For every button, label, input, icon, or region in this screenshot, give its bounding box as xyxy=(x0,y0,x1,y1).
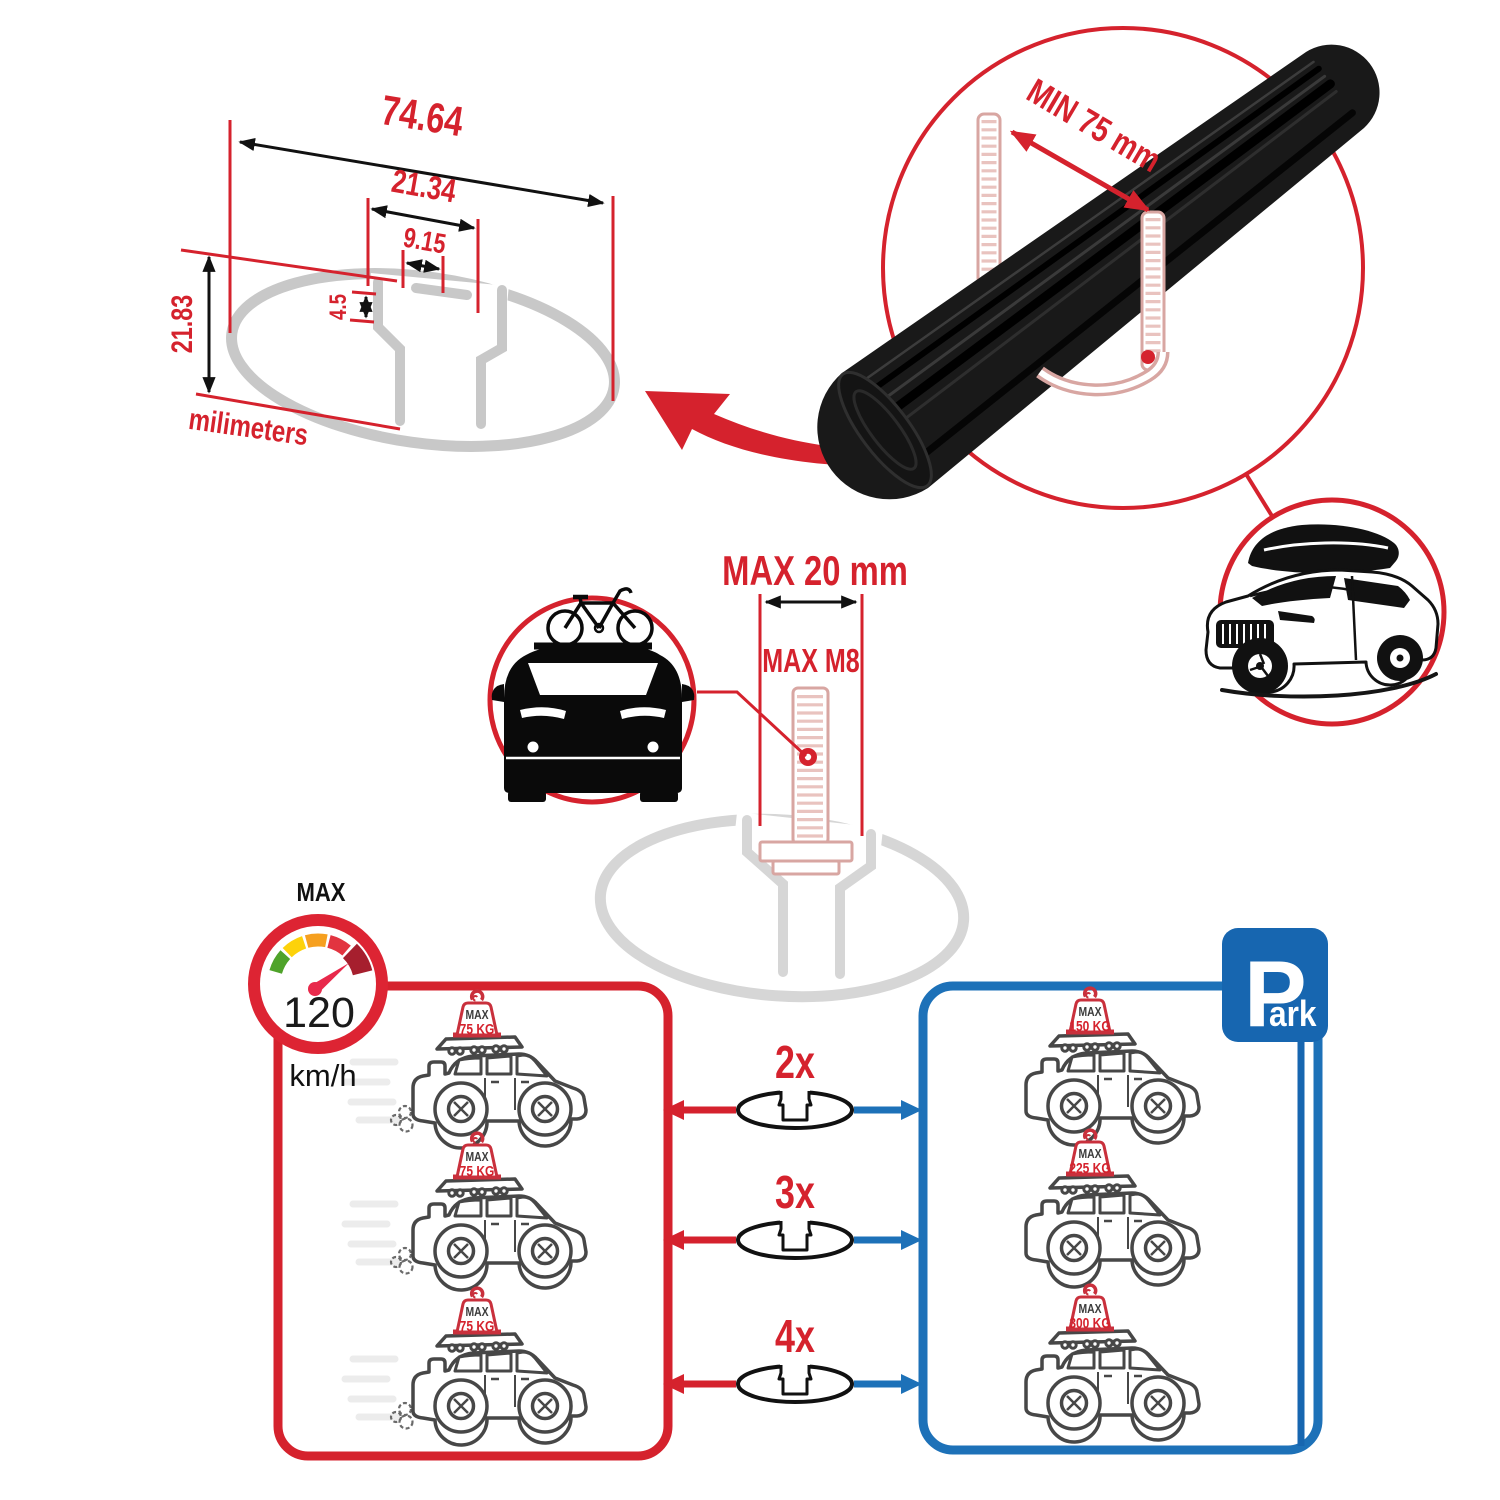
min-span-label: MIN 75 mm xyxy=(1020,71,1168,180)
load-value: 225 KG xyxy=(1069,1160,1110,1177)
speed-unit: km/h xyxy=(289,1058,356,1093)
profile-dimension-diagram: 74.64 21.34 9.15 4.5 21.83 milimeters xyxy=(165,86,620,452)
u-bolt-ghost-front xyxy=(1036,210,1170,397)
multiplier-row: 2x xyxy=(663,1037,922,1130)
park-sign-ark: ark xyxy=(1269,994,1317,1034)
pointer-arrow xyxy=(645,391,906,467)
crossbar-3d xyxy=(817,44,1380,500)
bolt-diagram: MAX 20 mm MAX M8 xyxy=(594,547,970,1003)
dim-overall-width: 74.64 xyxy=(378,86,466,145)
load-label: MAX xyxy=(465,1008,488,1022)
driving-panel xyxy=(273,981,673,1461)
multiplier-row: 3x xyxy=(663,1167,922,1260)
car-front-icon xyxy=(491,645,695,802)
multiplier-label: 2x xyxy=(775,1037,815,1088)
dim-slot-width: 9.15 xyxy=(401,222,448,260)
speed-max-label: MAX xyxy=(296,878,345,907)
speed-limit-gauge: MAX 120 km/h xyxy=(248,878,388,1093)
parking-panel xyxy=(918,981,1323,1455)
multiplier-row: 4x xyxy=(663,1311,922,1404)
suv-roofbox-circle xyxy=(1204,497,1447,727)
load-value: 75 KG xyxy=(460,1163,495,1180)
dim-lip-depth: 4.5 xyxy=(325,294,352,320)
bolt-ghost xyxy=(758,686,854,876)
park-sign: P ark xyxy=(1222,928,1328,1446)
multiplier-rows: 2x 3x 4x xyxy=(663,1037,922,1404)
load-value: 75 KG xyxy=(460,1318,495,1335)
bolt-max-width: MAX 20 mm xyxy=(722,547,908,594)
multiplier-label: 4x xyxy=(775,1311,815,1362)
crossbar-detail-circle: MIN 75 mm xyxy=(817,26,1380,518)
load-label: MAX xyxy=(1078,1302,1101,1316)
parking-cars: MAX 150 KG MAX 225 KG MAX 300 KG xyxy=(1026,988,1199,1442)
speed-value: 120 xyxy=(283,989,355,1037)
load-value: 150 KG xyxy=(1069,1018,1110,1035)
load-value: 75 KG xyxy=(460,1021,495,1038)
roof-box xyxy=(1248,524,1399,574)
load-label: MAX xyxy=(1078,1147,1101,1161)
load-label: MAX xyxy=(465,1150,488,1164)
park-sign-p: P xyxy=(1244,941,1307,1046)
u-bolt-ghost xyxy=(976,112,1002,286)
load-label: MAX xyxy=(1078,1005,1101,1019)
min-span-arrow xyxy=(1009,129,1151,213)
load-label: MAX xyxy=(465,1305,488,1319)
load-value: 300 KG xyxy=(1069,1315,1110,1332)
multiplier-label: 3x xyxy=(775,1167,815,1218)
dim-overall-height: 21.83 xyxy=(165,295,198,354)
driving-cars: MAX 75 KG MAX 75 KG MAX 75 KG xyxy=(345,991,586,1445)
dim-channel-width: 21.34 xyxy=(389,163,459,211)
bike-car-circle xyxy=(487,587,697,805)
bolt-max-thread: MAX M8 xyxy=(762,643,860,680)
